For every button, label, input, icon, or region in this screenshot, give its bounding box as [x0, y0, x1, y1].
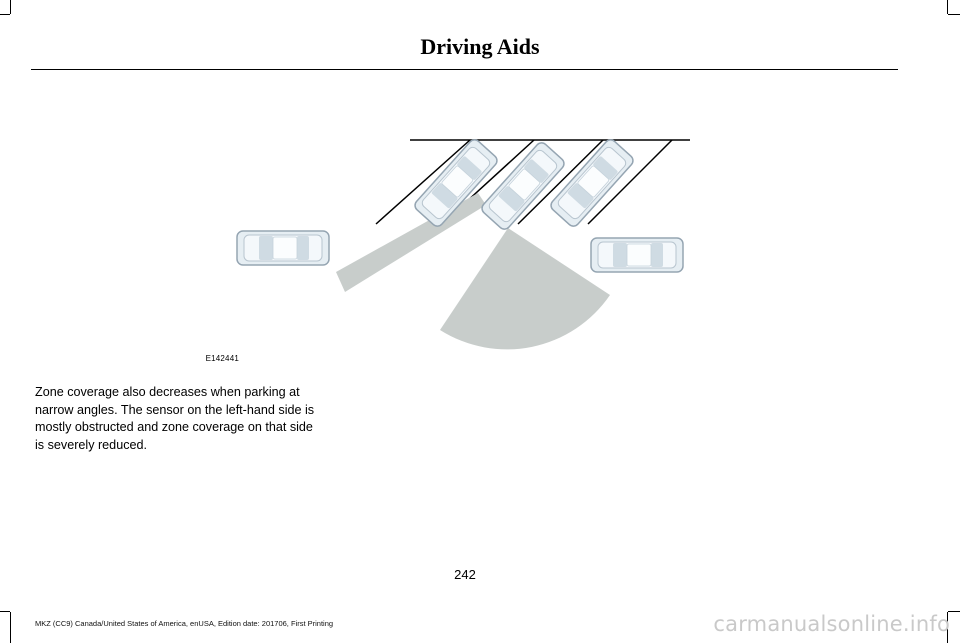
crop-mark-top-right-v [947, 0, 948, 14]
left-street-car [236, 230, 330, 266]
right-sensor-zone [440, 228, 610, 350]
crop-mark-bottom-right-h [948, 611, 960, 612]
parking-zone-figure [220, 120, 720, 370]
bay-divider-1 [375, 139, 471, 225]
body-paragraph: Zone coverage also decreases when parkin… [35, 385, 315, 452]
left-sensor-zone [336, 193, 486, 292]
page-title: Driving Aids [420, 34, 540, 59]
crop-mark-top-left-h [0, 14, 10, 15]
header-rule [31, 69, 898, 70]
figure-id: E142441 [205, 354, 239, 363]
crop-mark-top-left-v [10, 0, 11, 14]
watermark: carmanualsonline.info [713, 612, 950, 636]
footer-edition: MKZ (CC9) Canada/United States of Americ… [35, 619, 334, 628]
parking-zone-diagram [236, 136, 690, 350]
bay-divider-4 [587, 139, 673, 225]
crop-mark-bottom-left-v [10, 612, 11, 643]
page-number: 242 [454, 567, 476, 582]
bay-divider-3 [517, 139, 604, 225]
crop-mark-bottom-right-v [947, 612, 948, 643]
crop-mark-top-right-h [948, 14, 960, 15]
right-street-car [590, 237, 684, 273]
crop-mark-bottom-left-h [0, 611, 10, 612]
